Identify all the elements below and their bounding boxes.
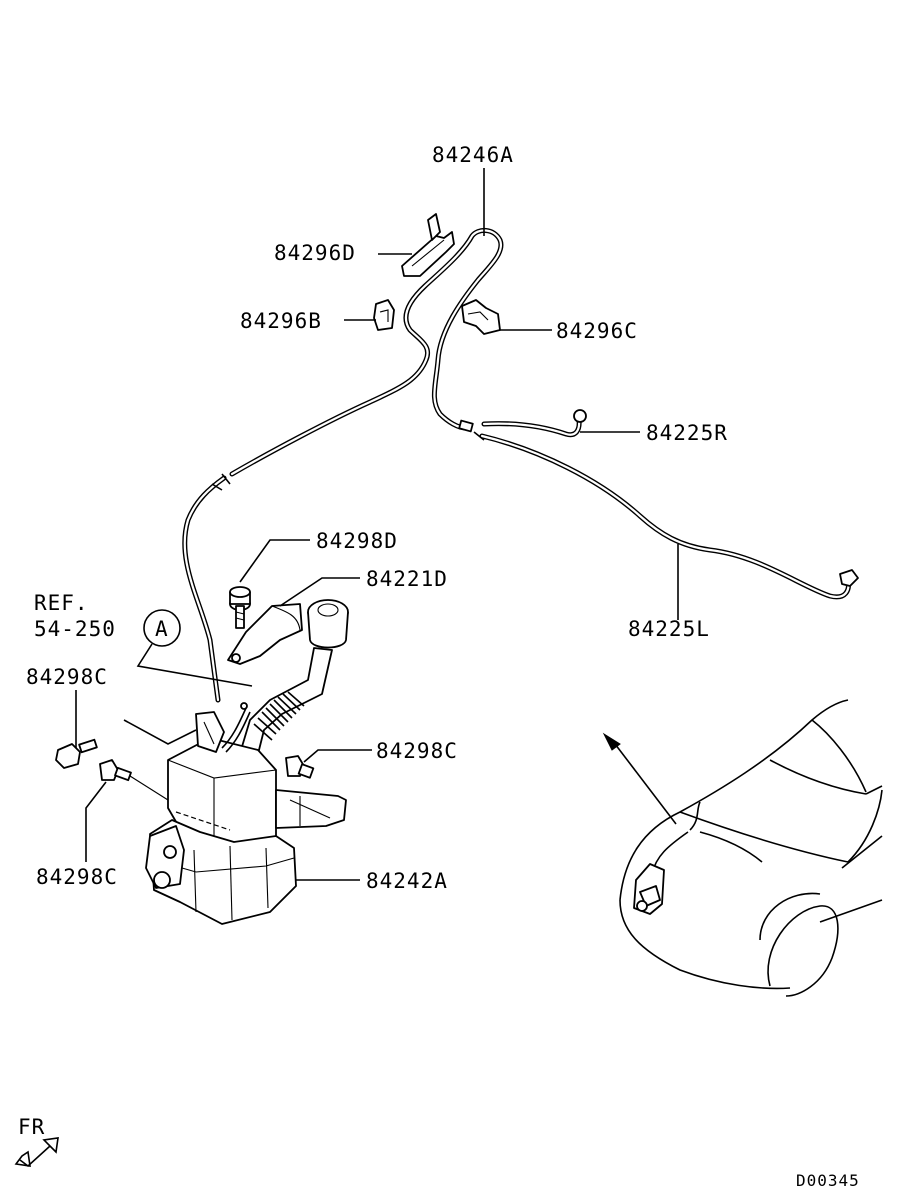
label-84242A: 84242A: [366, 869, 448, 893]
nozzle-right: [573, 409, 587, 423]
clip-84296D: [401, 213, 455, 277]
label-84298C-right: 84298C: [376, 739, 458, 763]
bolt-84298C-left-top: [55, 738, 98, 769]
label-ref-circle: A: [155, 617, 169, 641]
label-84221D: 84221D: [366, 567, 448, 591]
hose-84225L: [479, 433, 859, 600]
label-fr: FR: [18, 1115, 45, 1139]
label-84296B: 84296B: [240, 309, 322, 333]
corrugated-hose: [253, 691, 305, 741]
label-ref-number: 54-250: [34, 617, 116, 641]
leader-lines: [75, 168, 679, 881]
label-84246A: 84246A: [432, 143, 514, 167]
hose-joint: [458, 419, 485, 441]
hose-84246A: [182, 228, 504, 703]
label-84298C-left-top: 84298C: [26, 665, 108, 689]
clip-84296C: [461, 299, 501, 335]
ref-circle: [143, 609, 181, 647]
label-84225L: 84225L: [628, 617, 710, 641]
vehicle-location-inset: [602, 699, 883, 997]
front-direction-arrow: [14, 1137, 59, 1168]
nozzle-left: [839, 569, 859, 587]
diagram-code: D00345: [796, 1171, 860, 1187]
label-ref: REF.: [34, 591, 89, 615]
label-84225R: 84225R: [646, 421, 728, 445]
bolt-84298C-left-bottom: [99, 759, 132, 782]
hose-84225R: [481, 409, 587, 438]
label-84298C-left-bottom: 84298C: [36, 865, 118, 889]
bolt-84298D: [229, 586, 251, 629]
washer-tank: [145, 702, 347, 925]
label-84296D: 84296D: [274, 241, 356, 265]
label-84296C: 84296C: [556, 319, 638, 343]
clip-84296B: [373, 299, 395, 331]
bolt-84298C-right: [285, 755, 315, 779]
label-84298D: 84298D: [316, 529, 398, 553]
